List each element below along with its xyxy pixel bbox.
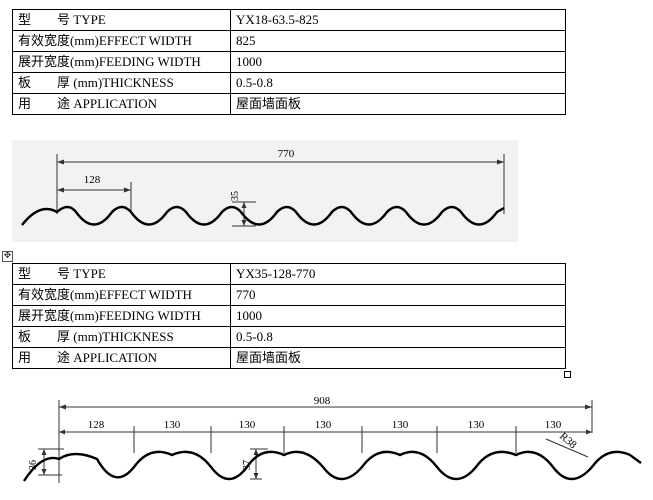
resize-handle-icon[interactable] <box>564 371 571 378</box>
dimension-label-pitch: 128 <box>84 174 101 186</box>
dimension-label-height-left: 36 <box>28 460 39 470</box>
table-row: 有效宽度(mm)EFFECT WIDTH 770 <box>12 284 566 306</box>
spec-table-2: 型号 TYPE YX35-128-770 有效宽度(mm)EFFECT WIDT… <box>12 263 566 369</box>
drawing-background <box>12 140 518 242</box>
dimension-label-total: 770 <box>278 148 295 160</box>
table-row: 有效宽度(mm)EFFECT WIDTH 825 <box>12 30 566 52</box>
dimension-label-first: 128 <box>88 419 105 431</box>
dimension-label-height: 35 <box>230 191 241 201</box>
dimension-label-pitch: 130 <box>468 419 485 431</box>
type-value: YX18-63.5-825 <box>230 9 566 31</box>
dimension-label-pitch: 130 <box>545 419 562 431</box>
table-row: 板厚 (mm)THICKNESS 0.5-0.8 <box>12 326 566 348</box>
application-value: 屋面墙面板 <box>230 347 566 369</box>
type-value: YX35-128-770 <box>230 263 566 285</box>
dimension-label-pitch: 130 <box>239 419 256 431</box>
table-row: 用途 APPLICATION 屋面墙面板 <box>12 347 566 369</box>
wave-profile-2 <box>22 450 642 482</box>
table-row: 型号 TYPE YX35-128-770 <box>12 263 566 285</box>
radius-leader <box>545 438 589 458</box>
move-anchor-icon[interactable]: ✥ <box>2 251 13 262</box>
dimension-label-pitch: 130 <box>164 419 181 431</box>
table-row: 展开宽度(mm)FEEDING WIDTH 1000 <box>12 305 566 327</box>
feeding-width-value: 1000 <box>230 305 566 327</box>
spec-table-1: 型号 TYPE YX18-63.5-825 有效宽度(mm)EFFECT WID… <box>12 9 566 115</box>
table-row: 展开宽度(mm)FEEDING WIDTH 1000 <box>12 51 566 73</box>
table-row: 用途 APPLICATION 屋面墙面板 <box>12 93 566 115</box>
profile-drawing-2: 908 128 130 130 130 130 130 130 36 37 R3… <box>22 395 642 483</box>
thickness-value: 0.5-0.8 <box>230 326 566 348</box>
effect-width-value: 770 <box>230 284 566 306</box>
dimension-label-pitch: 130 <box>315 419 332 431</box>
thickness-value: 0.5-0.8 <box>230 72 566 94</box>
table-row: 板厚 (mm)THICKNESS 0.5-0.8 <box>12 72 566 94</box>
profile-drawing-1: 770 128 35 <box>12 140 518 242</box>
table-row: 型号 TYPE YX18-63.5-825 <box>12 9 566 31</box>
effect-width-value: 825 <box>230 30 566 52</box>
dimension-label-radius: R38 <box>557 430 579 451</box>
dimension-label-pitch: 130 <box>392 419 409 431</box>
feeding-width-value: 1000 <box>230 51 566 73</box>
wave-profile-1 <box>21 205 505 226</box>
application-value: 屋面墙面板 <box>230 93 566 115</box>
dimension-label-total: 908 <box>314 395 331 407</box>
